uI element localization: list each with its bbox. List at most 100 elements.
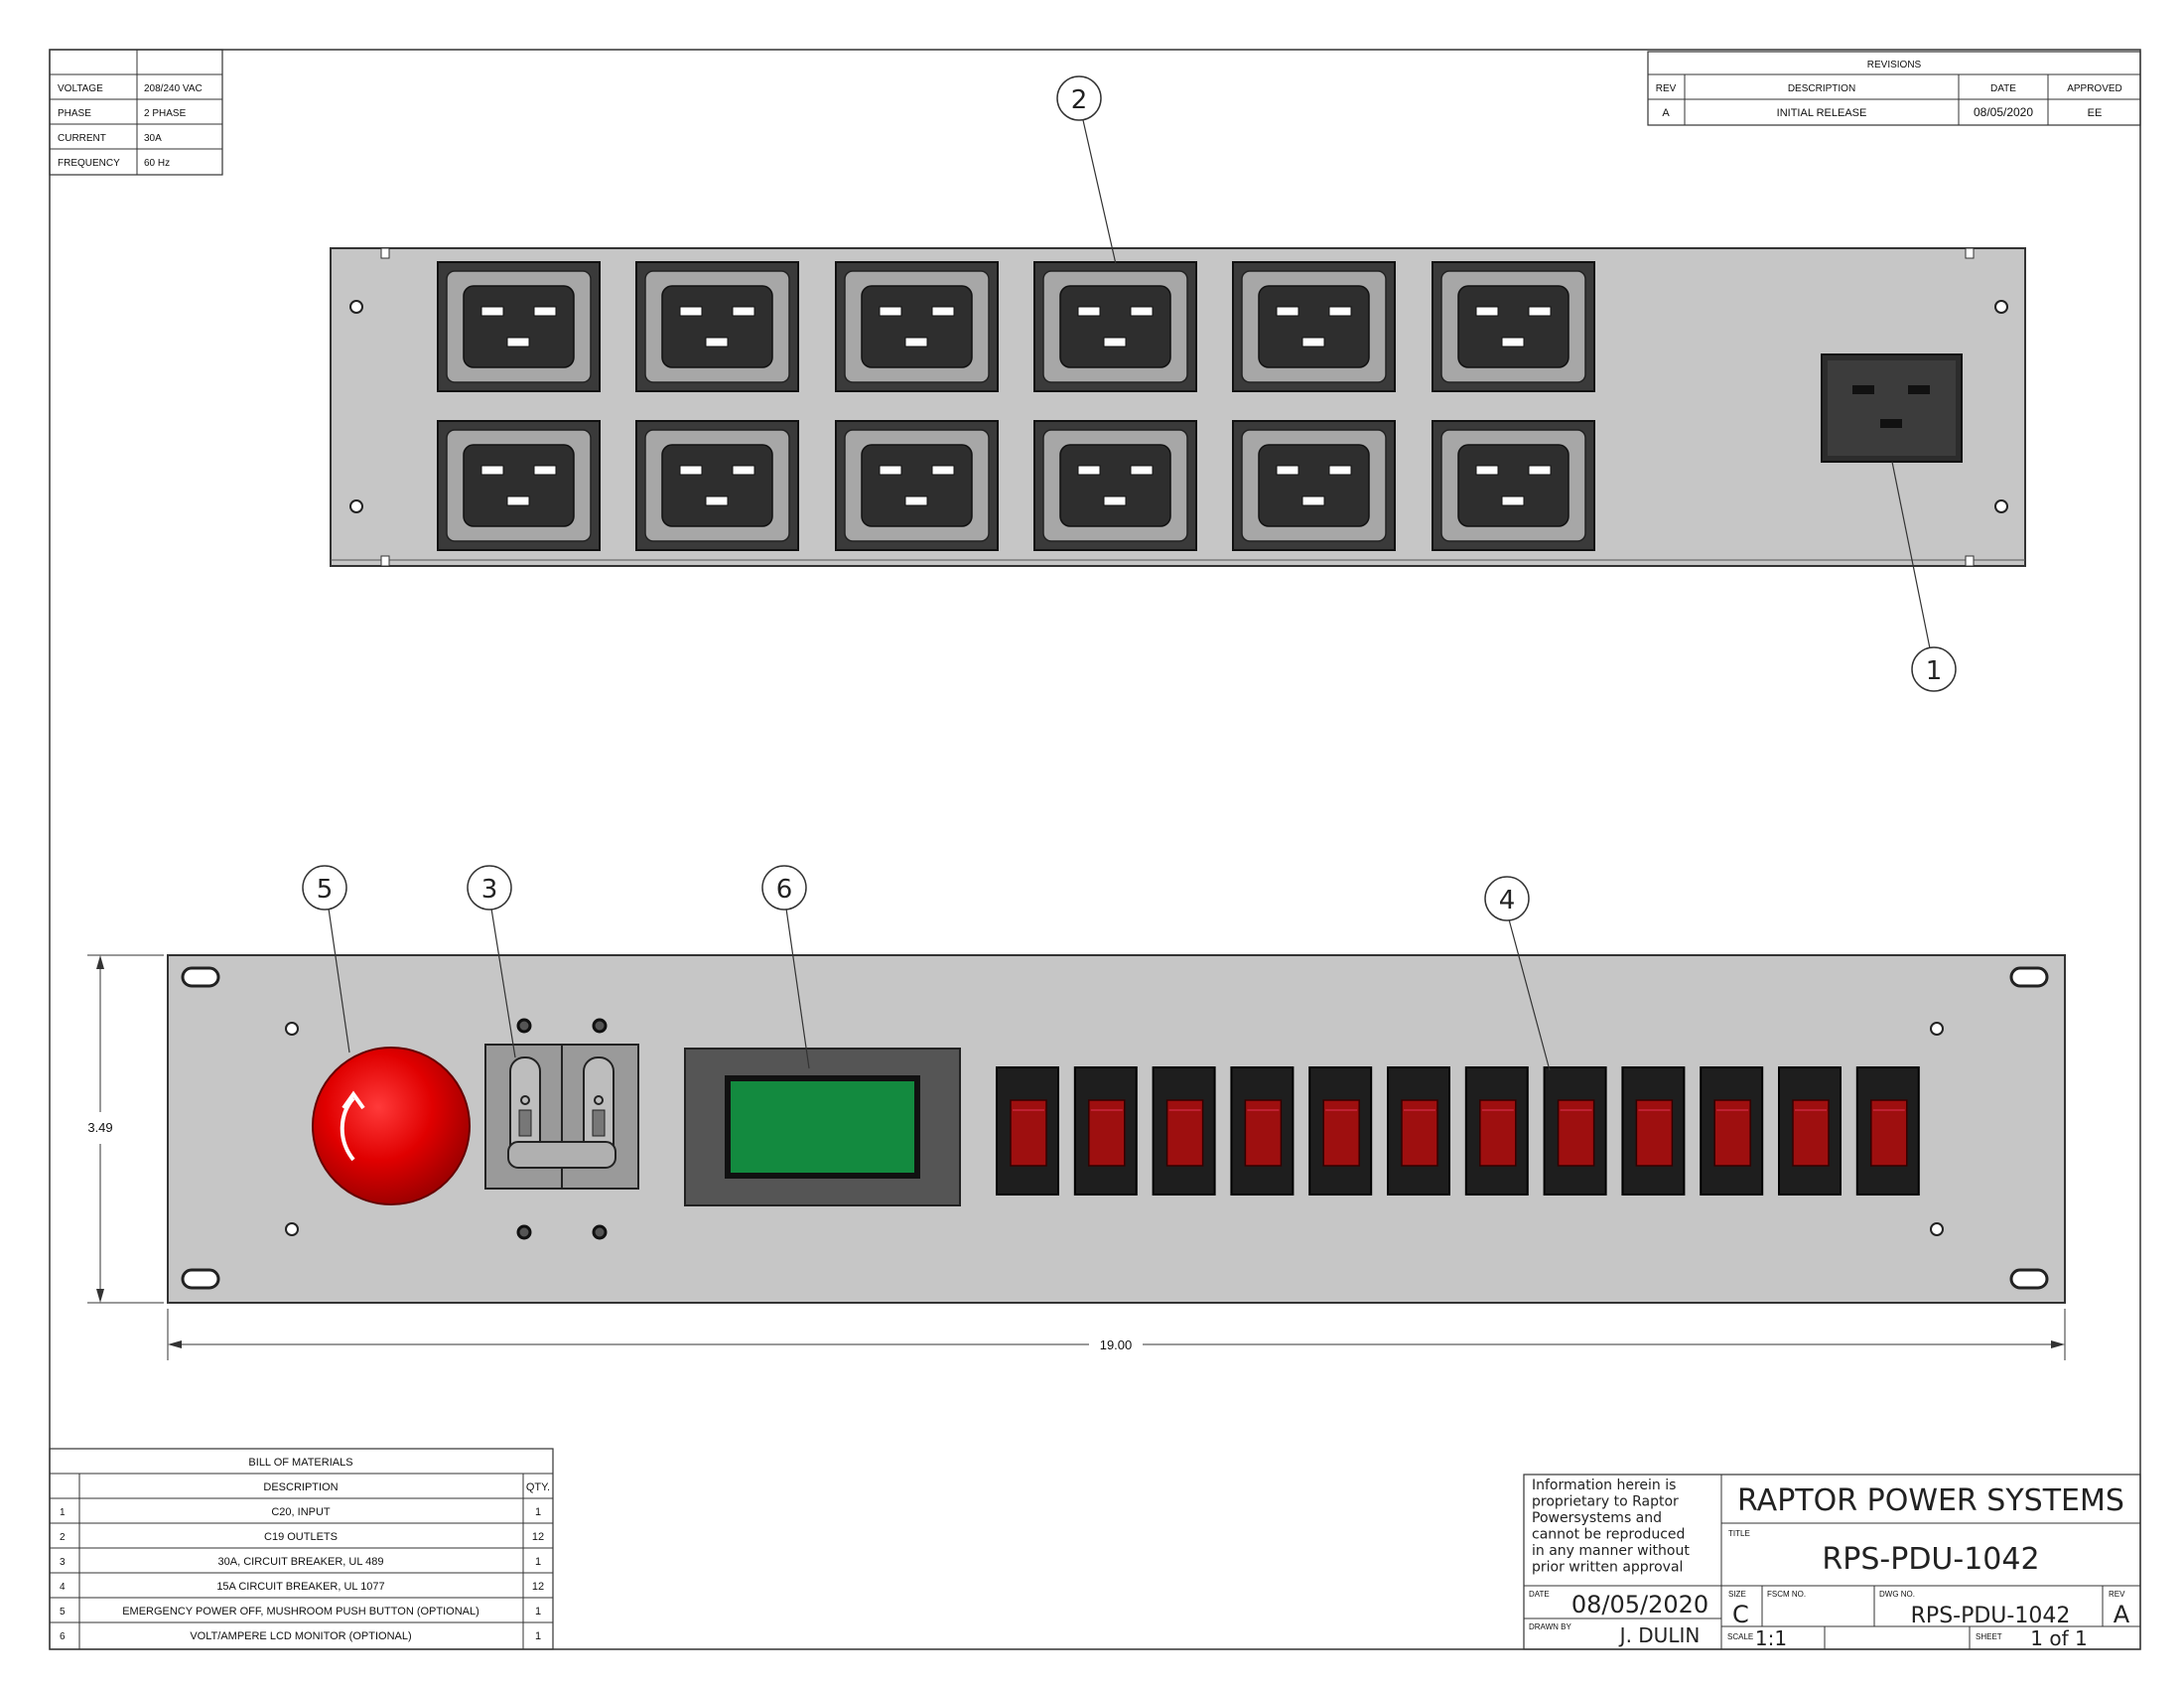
spec-label-phase: PHASE xyxy=(58,108,91,119)
front-panel xyxy=(167,954,2066,1304)
rack-ear-slot xyxy=(181,966,220,988)
branch-circuit-breaker xyxy=(1700,1066,1764,1196)
proprietary-notice-line: prior written approval xyxy=(1532,1560,1683,1576)
bom-item-qty: 12 xyxy=(532,1531,544,1543)
mounting-hole xyxy=(349,300,363,314)
branch-circuit-breaker xyxy=(1387,1066,1450,1196)
drawing-rev: A xyxy=(2114,1601,2130,1628)
bom-item-qty: 1 xyxy=(535,1606,541,1618)
rear-panel xyxy=(330,247,2026,567)
spec-value-phase: 2 PHASE xyxy=(144,108,187,119)
dimension-width: 19.00 xyxy=(167,1309,2066,1360)
branch-circuit-breaker xyxy=(1152,1066,1216,1196)
bom-description-header: DESCRIPTION xyxy=(263,1481,338,1493)
mounting-hole xyxy=(1930,1222,1944,1236)
rack-ear-slot xyxy=(2009,1268,2049,1290)
mounting-hole xyxy=(285,1222,299,1236)
drawn-by-label: DRAWN BY xyxy=(1529,1622,1571,1631)
drawing-size: C xyxy=(1732,1601,1749,1628)
description-col-header: DESCRIPTION xyxy=(1788,83,1855,94)
proprietary-notice-line: Powersystems and xyxy=(1532,1510,1662,1526)
bom-item-number: 2 xyxy=(60,1532,66,1543)
branch-circuit-breaker xyxy=(1464,1066,1529,1196)
c19-outlet xyxy=(835,261,999,392)
width-dimension-label: 19.00 xyxy=(1100,1337,1133,1352)
revisions-table: REVISIONS REV DESCRIPTION DATE APPROVED … xyxy=(1647,51,2141,126)
date-col-header: DATE xyxy=(1990,83,2016,94)
c19-outlet xyxy=(1232,420,1396,551)
date-label: DATE xyxy=(1529,1590,1550,1599)
callout-6-label: 6 xyxy=(776,875,793,905)
approved-col-header: APPROVED xyxy=(2067,83,2122,94)
mounting-hole xyxy=(1930,1022,1944,1036)
bom-title: BILL OF MATERIALS xyxy=(248,1457,352,1469)
lcd-screen xyxy=(731,1081,914,1173)
spec-value-current: 30A xyxy=(144,133,162,144)
company-name: RAPTOR POWER SYSTEMS xyxy=(1737,1483,2124,1518)
sheet-number: 1 of 1 xyxy=(2030,1626,2087,1650)
drawing-date: 08/05/2020 xyxy=(1571,1591,1708,1618)
spec-label-voltage: VOLTAGE xyxy=(58,83,103,94)
branch-circuit-breaker xyxy=(1621,1066,1686,1196)
callout-4-label: 4 xyxy=(1499,886,1516,915)
bom-item-number: 6 xyxy=(60,1631,66,1642)
c19-outlet xyxy=(1432,261,1595,392)
proprietary-notice-line: in any manner without xyxy=(1532,1543,1690,1559)
mounting-hole xyxy=(1994,300,2008,314)
bom-item-description: C20, INPUT xyxy=(271,1506,331,1518)
revisions-title: REVISIONS xyxy=(1867,60,1922,70)
scale-label: SCALE xyxy=(1727,1632,1753,1641)
dwg-no-label: DWG NO. xyxy=(1879,1590,1915,1599)
sheet-label: SHEET xyxy=(1976,1632,2002,1641)
c19-outlet xyxy=(1033,261,1197,392)
dimension-height: 3.49 xyxy=(87,954,164,1304)
c20-input-inlet xyxy=(1821,353,1963,463)
spec-label-frequency: FREQUENCY xyxy=(58,158,120,169)
bom-item-description: 15A CIRCUIT BREAKER, UL 1077 xyxy=(216,1581,384,1593)
mounting-hole xyxy=(1994,499,2008,513)
branch-circuit-breaker xyxy=(1073,1066,1138,1196)
mounting-hole xyxy=(349,499,363,513)
mounting-hole xyxy=(285,1022,299,1036)
drawing-number: RPS-PDU-1042 xyxy=(1911,1604,2071,1628)
proprietary-notice-line: cannot be reproduced xyxy=(1532,1527,1685,1543)
lcd-monitor xyxy=(684,1048,961,1206)
bom-item-description: 30A, CIRCUIT BREAKER, UL 489 xyxy=(218,1556,384,1568)
branch-circuit-breaker xyxy=(1308,1066,1373,1196)
spec-label-current: CURRENT xyxy=(58,133,106,144)
emergency-power-off-button xyxy=(312,1047,471,1205)
c19-outlet xyxy=(437,420,601,551)
callouts: 1 2 3 4 5 6 xyxy=(302,75,1957,1071)
spec-value-frequency: 60 Hz xyxy=(144,158,170,169)
callout-2-label: 2 xyxy=(1071,85,1088,115)
specs-table: VOLTAGE 208/240 VAC PHASE 2 PHASE CURREN… xyxy=(49,49,223,176)
bom-item-description: EMERGENCY POWER OFF, MUSHROOM PUSH BUTTO… xyxy=(122,1606,479,1618)
rack-ear-slot xyxy=(2009,966,2049,988)
c19-outlet xyxy=(635,261,799,392)
bom-item-qty: 12 xyxy=(532,1581,544,1593)
branch-circuit-breaker xyxy=(1778,1066,1842,1196)
branch-circuit-breaker xyxy=(1230,1066,1295,1196)
callout-1-label: 1 xyxy=(1926,656,1943,686)
bom-item-qty: 1 xyxy=(535,1506,541,1518)
callout-3-label: 3 xyxy=(481,875,498,905)
c19-outlet xyxy=(1232,261,1396,392)
revision-rev: A xyxy=(1662,107,1670,119)
main-circuit-breaker xyxy=(484,1018,639,1240)
branch-circuit-breaker xyxy=(996,1066,1059,1196)
bom-item-qty: 1 xyxy=(535,1630,541,1642)
branch-circuit-breaker xyxy=(1543,1066,1607,1196)
revision-approved: EE xyxy=(2088,107,2103,119)
proprietary-notice-line: Information herein is xyxy=(1532,1477,1676,1493)
bom-item-number: 3 xyxy=(60,1557,66,1568)
revision-description: INITIAL RELEASE xyxy=(1777,107,1867,119)
